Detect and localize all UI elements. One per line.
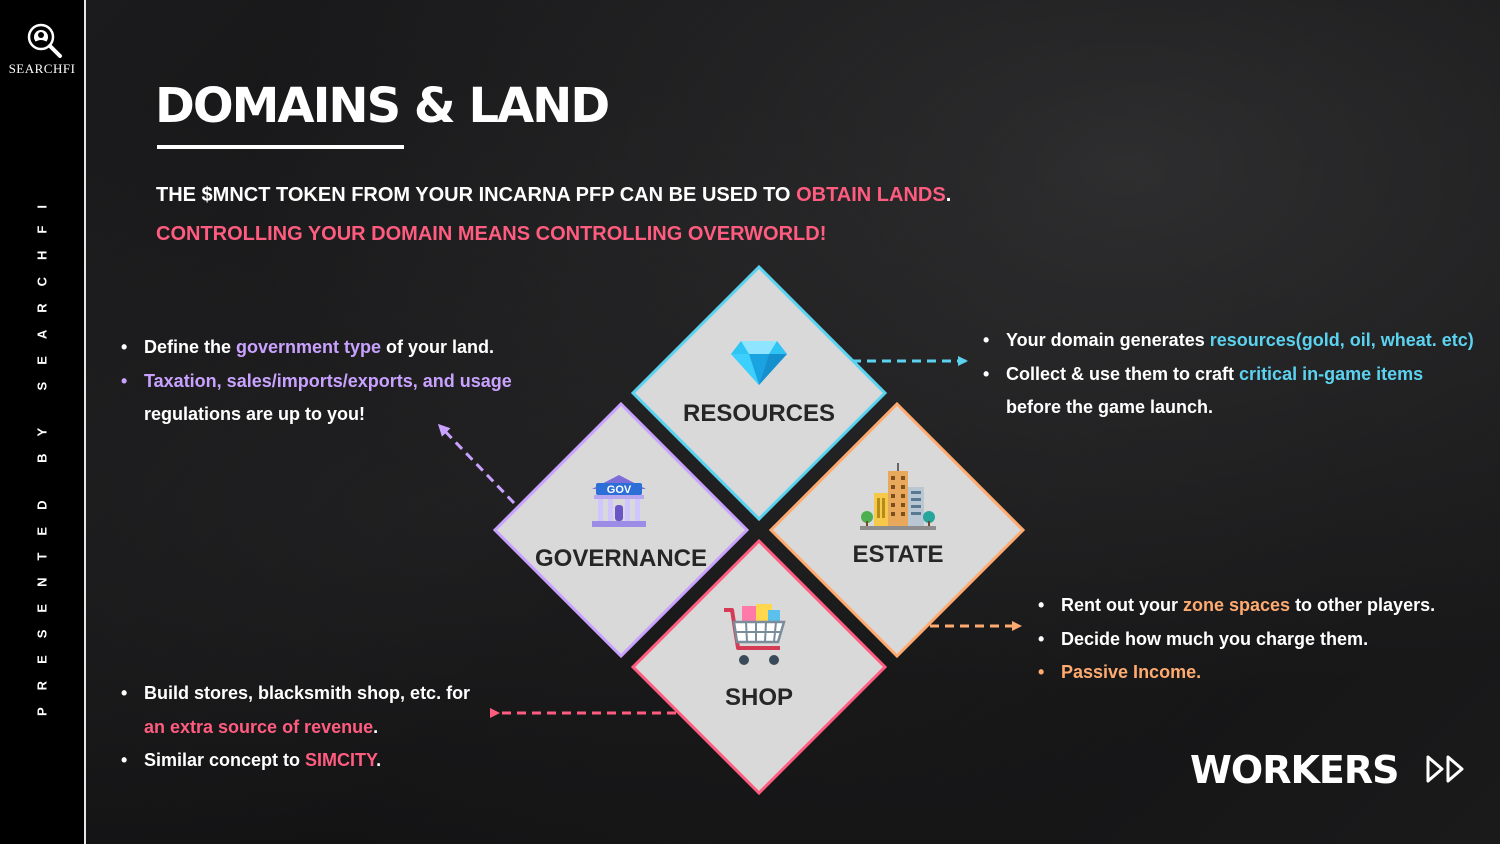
double-chevron-right-icon [1426, 755, 1464, 783]
searchfi-logo-icon [27, 23, 62, 58]
estate-bullet-1: •Rent out your zone spaces to other play… [1038, 595, 1436, 615]
title-underline [157, 145, 404, 149]
governance-bullet-2-cont: regulations are up to you! [144, 404, 366, 425]
shop-tile [630, 538, 888, 796]
sidebar: SEARCHFI PRESENTED BY SEARCHFI [0, 0, 86, 844]
resources-bullet-2: •Collect & use them to craft critical in… [983, 363, 1424, 384]
shop-notes: •Build stores, blacksmith shop, etc. for… [121, 677, 470, 778]
governance-tile [492, 401, 750, 659]
searchfi-logo-text: SEARCHFI [8, 61, 76, 76]
intro-line-2: CONTROLLING YOUR DOMAIN MEANS CONTROLLIN… [156, 223, 827, 245]
governance-notes: •Define the government type of your land… [121, 331, 512, 432]
governance-arrow [437, 423, 516, 505]
diamond-icon [731, 341, 787, 385]
estate-notes: •Rent out your zone spaces to other play… [1038, 589, 1435, 690]
estate-label: ESTATE [852, 541, 944, 568]
shop-bullet-1: •Build stores, blacksmith shop, etc. for [121, 683, 471, 703]
resources-tile [630, 264, 888, 522]
intro-line-1: THE $MNCT TOKEN FROM YOUR INCARNA PFP CA… [156, 184, 952, 206]
resources-notes: •Your domain generates resources(gold, o… [983, 324, 1474, 425]
resources-bullet-2-cont: before the game launch. [1006, 397, 1214, 418]
city-buildings-icon [860, 463, 936, 530]
shopping-cart-icon [724, 604, 786, 665]
shop-bullet-2: •Similar concept to SIMCITY. [121, 750, 382, 771]
governance-bullet-2: •Taxation, sales/imports/exports, and us… [121, 370, 512, 391]
gov-sign-text: GOV [607, 484, 632, 496]
resources-bullet-1: •Your domain generates resources(gold, o… [983, 330, 1474, 350]
page-title: DOMAINS & LAND [155, 78, 610, 134]
obtain-lands-highlight: OBTAIN LANDS [796, 184, 946, 206]
resources-label: RESOURCES [682, 400, 836, 427]
workers-logo-text: WORKERS [1190, 748, 1400, 792]
shop-label: SHOP [724, 684, 794, 711]
governance-label: GOVERNANCE [534, 545, 708, 572]
estate-bullet-3: •Passive Income. [1038, 662, 1202, 683]
government-building-icon: GOV [592, 475, 646, 527]
governance-bullet-1: •Define the government type of your land… [121, 337, 495, 357]
shop-bullet-1-cont: an extra source of revenue. [144, 716, 379, 737]
estate-bullet-2: •Decide how much you charge them. [1038, 628, 1369, 649]
